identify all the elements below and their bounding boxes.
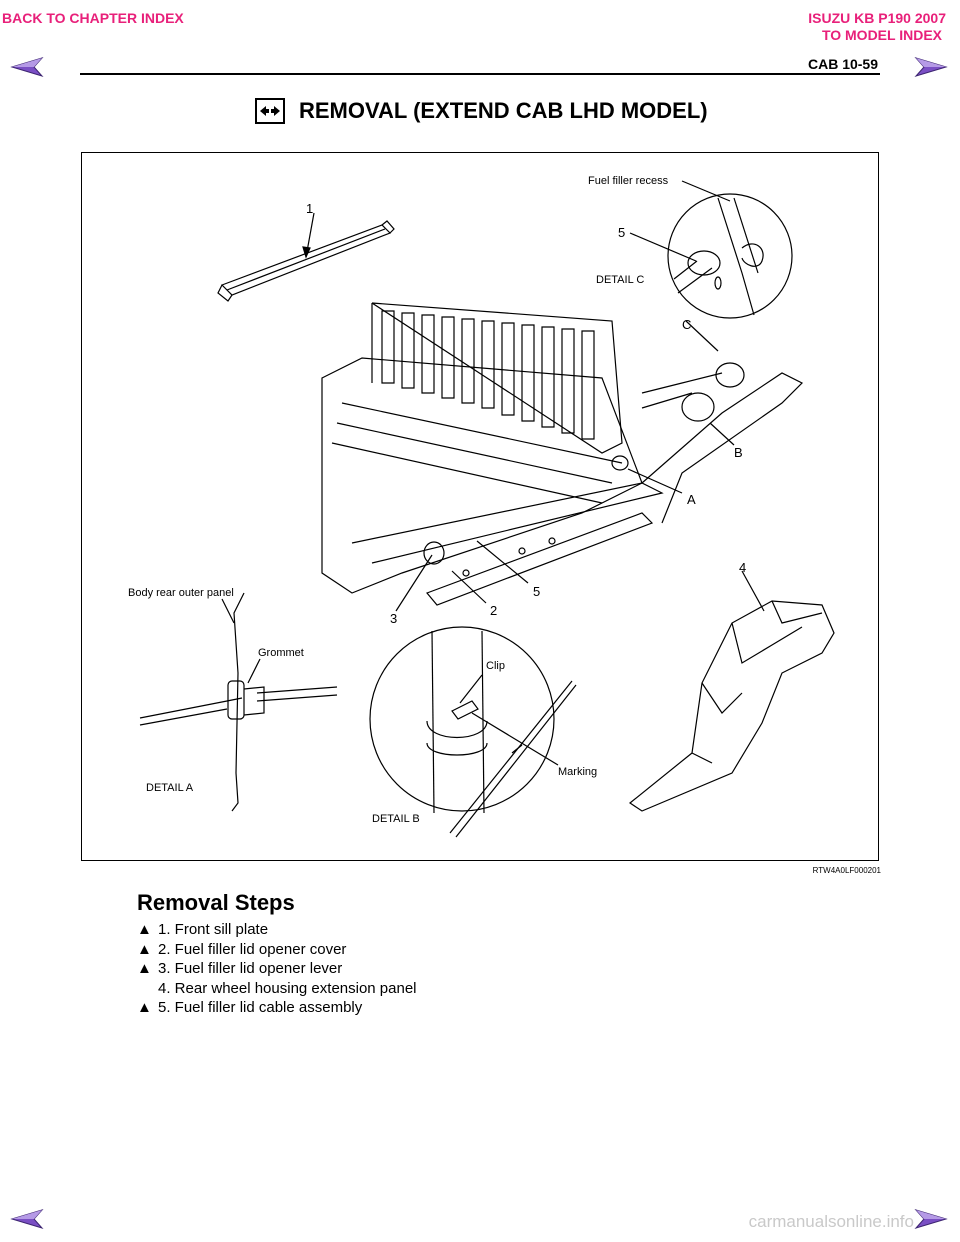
steps-list: ▲ 1. Front sill plate ▲ 2. Fuel filler lid… [137, 920, 417, 1018]
callout-5-detail: 5 [618, 225, 625, 240]
step-marker: ▲ [137, 921, 152, 938]
leader-grommet [247, 658, 261, 684]
list-item: 4. Rear wheel housing extension panel [137, 979, 417, 999]
callout-4: 4 [739, 560, 746, 575]
callout-a: A [687, 492, 696, 507]
step-text: 3. Fuel filler lid opener lever [158, 960, 343, 977]
callout-5-main: 5 [533, 584, 540, 599]
arrowhead-1 [302, 246, 311, 259]
detail-c-drawing [667, 193, 793, 319]
callout-1: 1 [306, 201, 313, 216]
step-text: 1. Front sill plate [158, 921, 269, 938]
leader-5-main [476, 540, 529, 584]
label-fuel-filler-recess: Fuel filler recess [588, 175, 669, 187]
leader-c [685, 320, 719, 352]
step-marker: ▲ [137, 940, 152, 958]
leader-5-detail [629, 232, 697, 262]
label-body-rear-outer-panel: Body rear outer panel [128, 587, 234, 599]
leader-body-panel [221, 598, 235, 624]
list-item: ▲ 5. Fuel filler lid cable assembly [137, 998, 417, 1018]
list-item: ▲ 1. Front sill plate [137, 920, 417, 940]
label-marking: Marking [558, 766, 597, 778]
leader-2 [451, 570, 487, 604]
label-clip: Clip [486, 660, 505, 672]
label-grommet: Grommet [258, 647, 304, 659]
page-reference: CAB 10-59 [807, 56, 878, 72]
callout-c: C [682, 317, 691, 332]
leader-clip [459, 674, 483, 704]
label-detail-b: DETAIL B [372, 813, 420, 825]
arrow-left-icon[interactable] [10, 1208, 44, 1230]
section-heading: REMOVAL (EXTEND CAB LHD MODEL) [255, 98, 708, 124]
step-text: 2. Fuel filler lid opener cover [158, 940, 347, 958]
arrow-right-icon[interactable] [914, 56, 948, 78]
removal-diagram: Fuel filler recess 1 5 DETAIL C C B A 4 … [81, 152, 879, 861]
label-detail-a: DETAIL A [146, 782, 194, 794]
leader-marking [471, 712, 559, 766]
step-text: 4. Rear wheel housing extension panel [158, 979, 417, 997]
arrow-left-icon[interactable] [10, 56, 44, 78]
header-rule [80, 73, 880, 75]
callout-3: 3 [390, 611, 397, 626]
front-sill-plate-drawing [217, 220, 395, 302]
leader-3 [395, 554, 433, 612]
steps-heading: Removal Steps [137, 890, 295, 915]
step-marker: ▲ [137, 999, 152, 1016]
callout-b: B [734, 445, 743, 460]
step-marker: ▲ [137, 960, 152, 977]
figure-code: RTW4A0LF000201 [812, 866, 881, 875]
back-to-chapter-index-link[interactable]: BACK TO CHAPTER INDEX [2, 10, 184, 26]
detail-a-drawing [139, 592, 338, 812]
leader-b [709, 422, 735, 446]
label-detail-c: DETAIL C [596, 274, 644, 286]
arrow-right-icon[interactable] [914, 1208, 948, 1230]
to-model-index-link[interactable]: TO MODEL INDEX [821, 27, 942, 43]
list-item: ▲ 3. Fuel filler lid opener lever [137, 959, 417, 979]
detail-b-drawing [369, 626, 577, 838]
step-text: 5. Fuel filler lid cable assembly [158, 999, 363, 1016]
leader-4 [741, 570, 765, 612]
section-title: REMOVAL (EXTEND CAB LHD MODEL) [299, 98, 708, 123]
model-title: ISUZU KB P190 2007 [808, 10, 946, 26]
callout-2: 2 [490, 603, 497, 618]
wheel-housing-panel-drawing [628, 600, 835, 812]
removal-arrows-icon [255, 98, 285, 124]
list-item: ▲ 2. Fuel filler lid opener cover [137, 940, 417, 960]
leader-a [627, 468, 683, 494]
cab-floor-drawing [321, 302, 804, 606]
watermark: carmanualsonline.info [748, 1212, 914, 1231]
leader-fuel-recess [681, 180, 731, 202]
